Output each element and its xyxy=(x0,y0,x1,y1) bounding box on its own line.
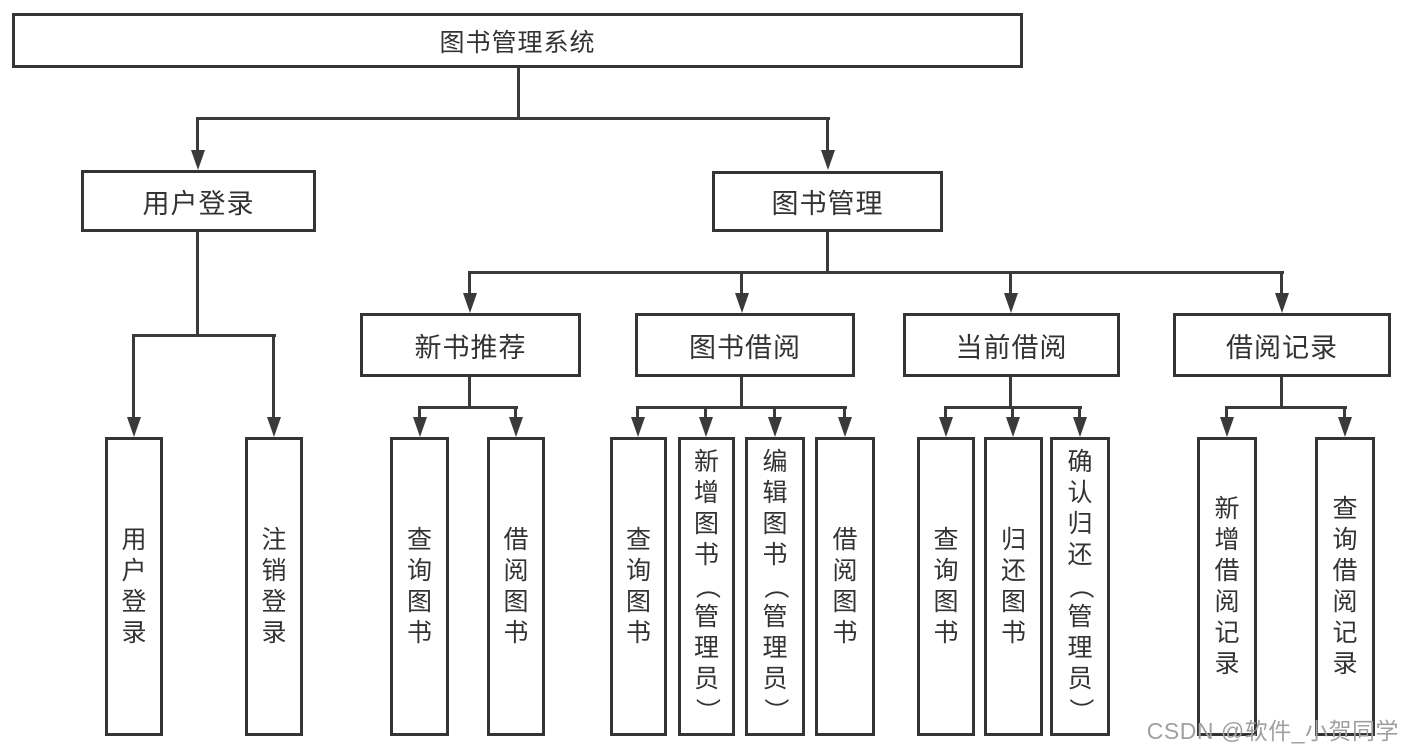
arrow-down-icon xyxy=(127,417,141,437)
node-root-system: 图书管理系统 xyxy=(12,13,1023,68)
node-label: 图书管理系统 xyxy=(439,28,596,57)
connector-leaf-stub xyxy=(636,406,639,419)
arrow-down-icon xyxy=(1220,417,1234,437)
connector-leaf-stub xyxy=(773,406,776,419)
connector-to-borrow-record xyxy=(1280,271,1283,296)
connector-borrow-record-stem xyxy=(1280,377,1283,408)
connector-root-stem xyxy=(517,68,520,118)
node-label: 借阅记录 xyxy=(1226,332,1338,363)
connector-leaf-stub xyxy=(704,406,707,419)
node-label: 新书推荐 xyxy=(414,332,527,363)
connector-to-new-book-rec xyxy=(468,271,471,296)
node-label: 图书借阅 xyxy=(689,332,801,363)
connector-book-borrow-split xyxy=(636,406,847,409)
connector-to-book-borrow xyxy=(740,271,743,296)
arrow-down-icon xyxy=(1073,417,1087,437)
leaf-bb-borrow-books: 借阅图书 xyxy=(815,437,875,736)
arrow-down-icon xyxy=(768,417,782,437)
arrow-down-icon xyxy=(631,417,645,437)
arrow-down-icon xyxy=(413,417,427,437)
connector-leaf-stub xyxy=(1011,406,1014,419)
connector-leaf-stub xyxy=(1078,406,1081,419)
leaf-bb-add-books-admin: 新增图书（管理员） xyxy=(678,437,735,736)
connector-leaf-stub xyxy=(1343,406,1346,419)
node-book-borrow: 图书借阅 xyxy=(635,313,855,377)
leaf-user-login: 用户登录 xyxy=(105,437,163,736)
arrow-down-icon xyxy=(699,417,713,437)
connector-borrow-record-split xyxy=(1225,406,1347,409)
arrow-down-icon xyxy=(1006,417,1020,437)
leaf-br-query-record: 查询借阅记录 xyxy=(1315,437,1375,736)
arrow-down-icon xyxy=(1338,417,1352,437)
arrow-down-icon xyxy=(1004,293,1018,313)
arrow-down-icon xyxy=(267,417,281,437)
connector-book-mgmt-stem xyxy=(826,232,829,273)
connector-new-book-rec-stem xyxy=(468,377,471,408)
arrow-down-icon xyxy=(1275,293,1289,313)
connector-current-borrow-stem xyxy=(1009,377,1012,408)
node-book-mgmt-branch: 图书管理 xyxy=(712,171,943,232)
arrow-down-icon xyxy=(509,417,523,437)
connector-to-user-login xyxy=(196,117,199,153)
connector-user-login-split xyxy=(132,334,276,337)
connector-user-login-stem xyxy=(196,232,199,336)
leaf-nbr-borrow-books: 借阅图书 xyxy=(487,437,545,736)
connector-book-borrow-stem xyxy=(740,377,743,408)
leaf-logout: 注销登录 xyxy=(245,437,303,736)
leaf-bb-query-books: 查询图书 xyxy=(610,437,667,736)
arrow-down-icon xyxy=(939,417,953,437)
arrow-down-icon xyxy=(735,293,749,313)
arrow-down-icon xyxy=(191,150,205,170)
arrow-down-icon xyxy=(838,417,852,437)
connector-to-current-borrow xyxy=(1009,271,1012,296)
connector-to-leaf-user-login xyxy=(132,334,135,419)
node-user-login-branch: 用户登录 xyxy=(81,170,316,232)
node-current-borrow: 当前借阅 xyxy=(903,313,1120,377)
connector-leaf-stub xyxy=(944,406,947,419)
leaf-br-add-record: 新增借阅记录 xyxy=(1197,437,1257,736)
leaf-cb-confirm-return-admin: 确认归还（管理员） xyxy=(1050,437,1110,736)
node-label: 图书管理 xyxy=(771,189,884,219)
node-label: 当前借阅 xyxy=(955,332,1068,363)
connector-leaf-stub xyxy=(1225,406,1228,419)
connector-to-leaf-logout xyxy=(272,334,275,419)
connector-leaf-stub xyxy=(418,406,421,419)
leaf-cb-query-books: 查询图书 xyxy=(917,437,975,736)
arrow-down-icon xyxy=(821,150,835,170)
arrow-down-icon xyxy=(463,293,477,313)
leaf-bb-edit-books-admin: 编辑图书（管理员） xyxy=(745,437,805,736)
node-borrow-record: 借阅记录 xyxy=(1173,313,1391,377)
connector-new-book-rec-split xyxy=(418,406,518,409)
csdn-watermark: CSDN @软件_小贺同学 xyxy=(1146,718,1399,744)
connector-book-mgmt-split xyxy=(468,271,1284,274)
node-new-book-rec: 新书推荐 xyxy=(360,313,581,377)
connector-root-split xyxy=(196,117,830,120)
connector-to-book-mgmt xyxy=(826,117,829,153)
connector-leaf-stub xyxy=(843,406,846,419)
leaf-nbr-query-books: 查询图书 xyxy=(390,437,449,736)
node-label: 用户登录 xyxy=(142,188,255,219)
leaf-cb-return-books: 归还图书 xyxy=(984,437,1043,736)
connector-leaf-stub xyxy=(514,406,517,419)
